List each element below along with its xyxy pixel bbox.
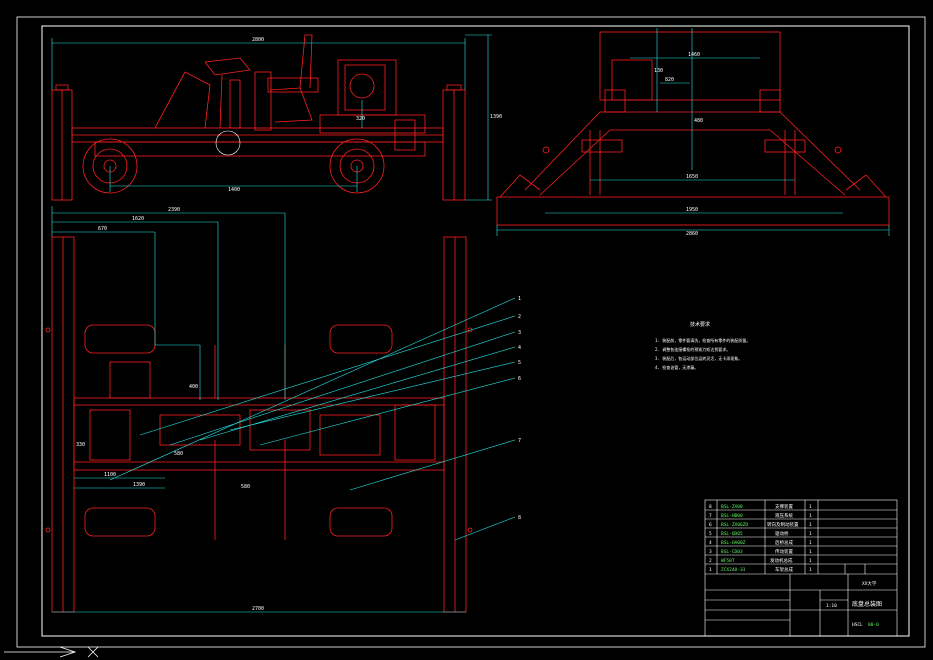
row-no: 7: [709, 513, 712, 519]
dim-plan-a: 2390: [168, 207, 180, 213]
leader-1: 1: [518, 296, 521, 302]
note-line-4: 4. 检查油管，无渗漏。: [655, 364, 698, 370]
dim-front-top-a: 1460: [688, 52, 700, 58]
dim-plan-c: 670: [98, 226, 107, 232]
row-qty: 1: [809, 513, 812, 519]
plan-view: [45, 236, 473, 613]
row-qty: 1: [809, 549, 812, 555]
row-no: 5: [709, 531, 712, 537]
part-leaders: [109, 297, 516, 541]
row-qty: 1: [809, 567, 812, 573]
row-name: 传动装置: [775, 548, 793, 555]
row-no: 4: [709, 540, 712, 546]
row-code: ZCX240-33: [721, 567, 746, 573]
row-qty: 1: [809, 504, 812, 510]
row-code: BSL-CD03: [721, 549, 743, 555]
row-name: 发动机总成: [770, 557, 793, 564]
drawing-name: 底盘总装图: [852, 600, 882, 608]
dim-side-wheelbase: 1400: [228, 187, 240, 193]
row-name: 车架总成: [775, 566, 793, 573]
dim-plan-e: 1390: [133, 482, 145, 488]
dim-front-mid: 1950: [686, 207, 698, 213]
leader-5: 5: [518, 360, 521, 366]
front-view-dimensions: [496, 28, 890, 236]
outer-frame: [16, 16, 926, 648]
row-qty: 1: [809, 558, 812, 564]
ucs-icon: [4, 646, 99, 658]
front-view: [496, 31, 890, 226]
dim-front-inner: 1650: [686, 174, 698, 180]
dim-front-mid-h: 480: [694, 118, 703, 124]
drawing-code-tail: 00-0: [868, 622, 879, 628]
row-no: 3: [709, 549, 712, 555]
dim-front-top-b: 820: [665, 77, 674, 83]
row-code: BSL-HA00Z: [721, 540, 746, 546]
dim-plan-bottom: 2700: [252, 606, 264, 612]
leader-8: 8: [518, 515, 521, 521]
row-no: 1: [709, 567, 712, 573]
dim-plan-v2: 330: [76, 442, 85, 448]
note-line-1: 1. 装配前，零件要清洗，检查所有零件的装配质量。: [655, 337, 750, 343]
row-name: 后桥总成: [775, 539, 793, 546]
scale-value: 1:10: [826, 603, 837, 609]
leader-3: 3: [518, 330, 521, 336]
row-name: 支撑装置: [775, 503, 793, 510]
leader-7: 7: [518, 438, 521, 444]
leader-4: 4: [518, 345, 521, 351]
note-line-2: 2. 调整各连接螺栓的预紧力矩达到要求。: [655, 346, 730, 352]
row-name: 液压系统: [775, 512, 793, 519]
dim-side-gap: 320: [356, 116, 365, 122]
notes-title: 技术要求: [690, 321, 710, 328]
school-name: XX大学: [862, 580, 877, 587]
side-view: [51, 34, 466, 201]
dim-plan-v3: 580: [174, 451, 183, 457]
row-no: 6: [709, 522, 712, 528]
row-qty: 1: [809, 540, 812, 546]
row-code: BSL-ZX06ZD: [721, 522, 748, 528]
dim-front-top-h: 130: [654, 68, 663, 74]
row-no: 8: [709, 504, 712, 510]
dim-plan-d: 1100: [104, 472, 116, 478]
dim-side-total: 2800: [252, 37, 264, 43]
row-qty: 1: [809, 531, 812, 537]
dim-front-total: 2860: [686, 231, 698, 237]
row-no: 2: [709, 558, 712, 564]
dim-plan-v1: 400: [189, 384, 198, 390]
row-qty: 1: [809, 522, 812, 528]
row-code: WF50T: [721, 558, 735, 564]
row-name: 转向及制动装置: [767, 521, 799, 528]
leader-6: 6: [518, 376, 521, 382]
parts-table-rows: 8 BSL-ZX08 支撑装置 1 7 BSL-HB00 液压系统 1 6 BS…: [709, 503, 812, 573]
dim-plan-v4: 580: [241, 484, 250, 490]
dim-plan-b: 1620: [132, 216, 144, 222]
inner-frame: [41, 25, 910, 637]
row-name: 驱动桥: [775, 530, 789, 537]
plan-view-dimensions: [51, 206, 466, 613]
row-code: BSL-QD05: [721, 531, 743, 537]
row-code: BSL-HB00: [721, 513, 743, 519]
leader-2: 2: [518, 314, 521, 320]
note-line-3: 3. 装配后，各运动部位运转灵活，无卡滞现象。: [655, 355, 742, 361]
dim-side-height: 1390: [490, 114, 502, 120]
drawing-code: HSCL: [852, 622, 863, 628]
parts-table-grid: [704, 499, 898, 637]
row-code: BSL-ZX08: [721, 504, 743, 510]
side-view-dimensions: [51, 34, 492, 201]
